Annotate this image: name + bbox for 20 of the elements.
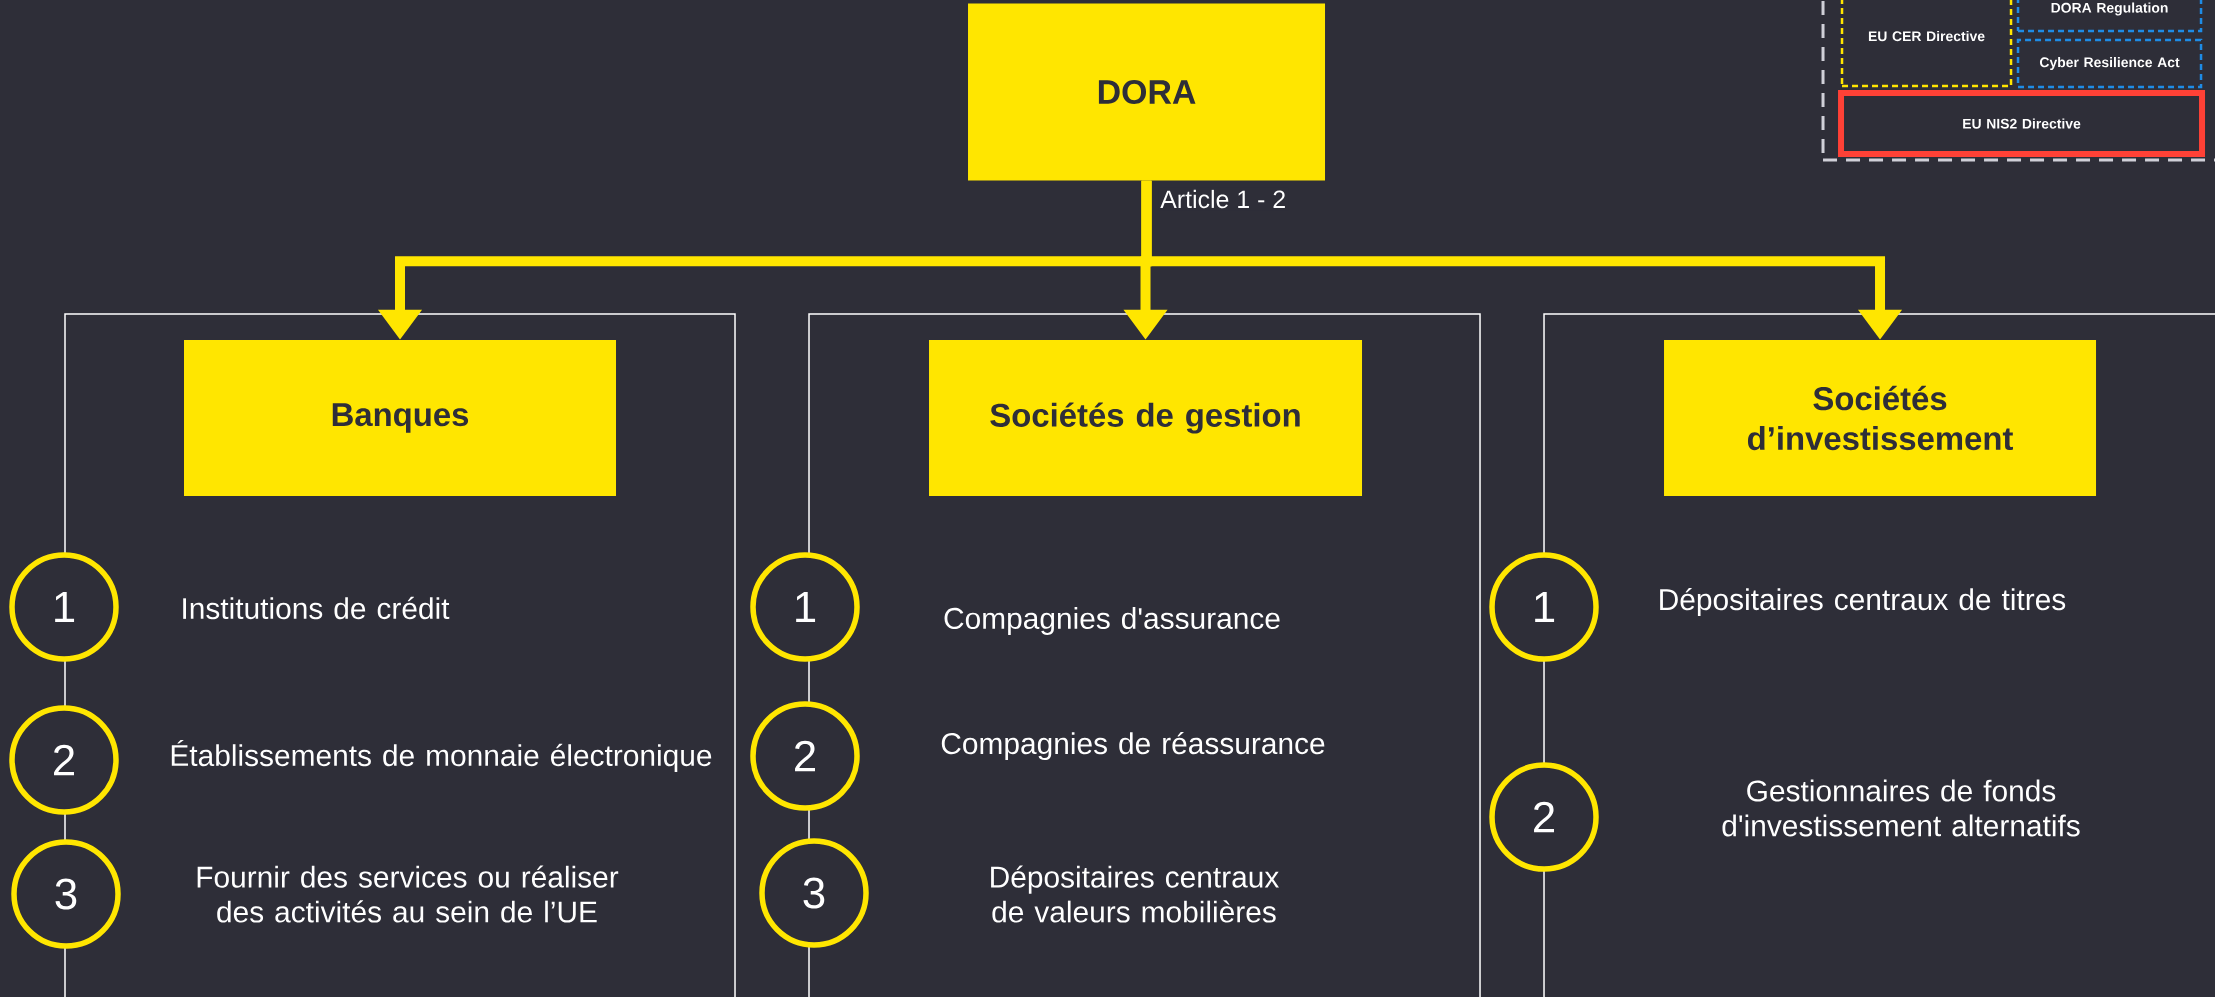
node-label: 3	[803, 877, 825, 909]
item-text: Institutions de crédit	[183, 596, 450, 620]
category-box: Sociétés d’investissement	[1664, 340, 2097, 496]
directive-box: EU CER Directive	[1840, 0, 2013, 88]
regulation-box: DORA Regulation	[2016, 0, 2203, 33]
regulation-box: Cyber Resilience Act	[2016, 38, 2203, 89]
item-text: Gestionnaires de fonds d'investissement alternatifs	[1722, 779, 2080, 837]
category-box: Banques	[184, 340, 616, 496]
item-text: Dépositaires centraux de titres	[1660, 587, 2066, 617]
edge-label: Article 1 - 2	[1160, 189, 1285, 209]
legend-frame	[1821, 0, 2215, 162]
directive-box: EU NIS2 Directive	[1838, 90, 2206, 157]
category-box: Sociétés de gestion	[929, 340, 1362, 496]
item-text: Dépositaires centraux de valeurs mobilières	[991, 865, 1279, 923]
item-text: Établissements de monnaie électronique	[171, 739, 712, 773]
item-text: Compagnies d'assurance	[944, 607, 1280, 635]
item-text: Fournir des services ou réaliser des activités au sein de l’UE	[197, 865, 619, 923]
heading-box: DORA	[968, 3, 1325, 181]
item-text: Compagnies de réassurance	[941, 731, 1325, 761]
node-label: 3	[55, 878, 77, 910]
